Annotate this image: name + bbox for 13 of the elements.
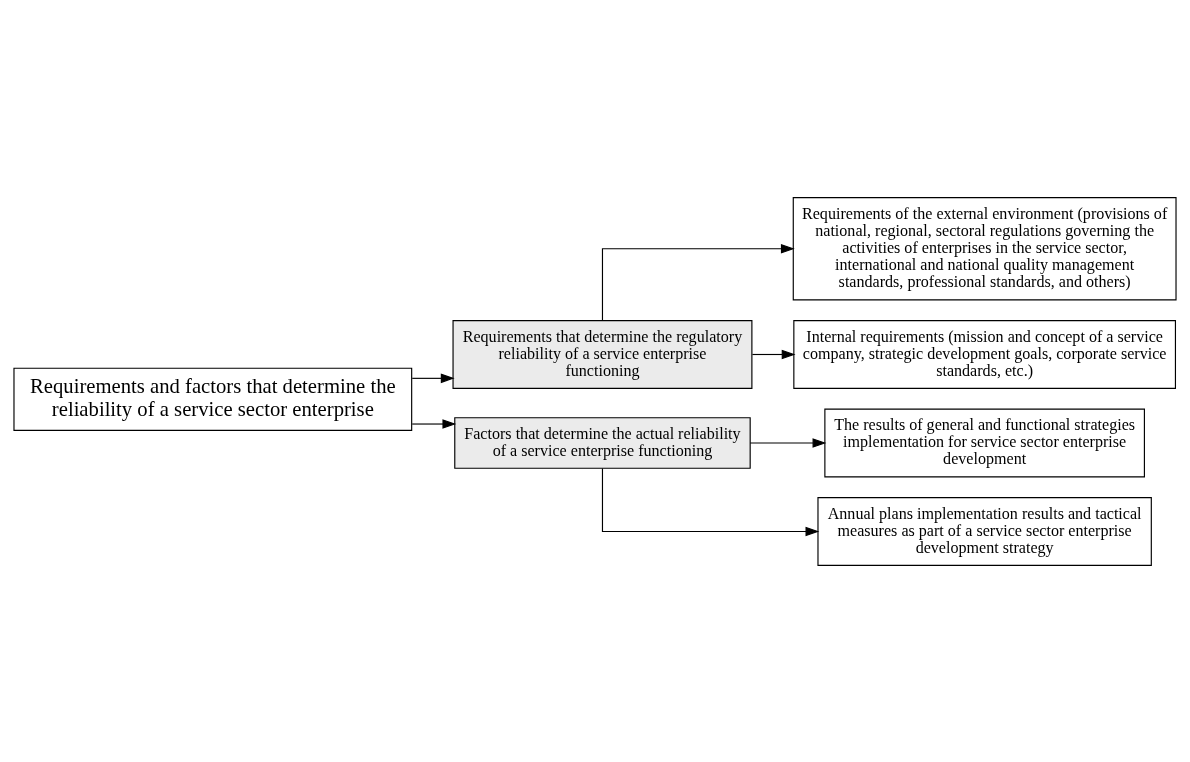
arrow bbox=[749, 437, 827, 448]
node-box: Annual plans implementation results and tactical measures as part of a service sector enterprise development strategy bbox=[817, 496, 1152, 566]
arrow bbox=[411, 373, 455, 383]
node-box: Requirements and factors that determine the reliability of a service sector enterprise bbox=[13, 367, 413, 431]
node-box: Requirements of the external environment (provisions of national, regional, sectoral regulations governing the activities of enterprises in the service sector, international and national quality management standards, professional standards, and others) bbox=[792, 196, 1177, 300]
arrow bbox=[411, 418, 457, 429]
node-box: The results of general and functional strategies implementation for service sector enterprise development bbox=[824, 408, 1145, 477]
node-box: Requirements that determine the regulatory reliability of a service enterprise functioning bbox=[452, 319, 753, 389]
arrow bbox=[601, 467, 820, 536]
node-box: Internal requirements (mission and concept of a service company, strategic development goals, corporate service standards, etc.) bbox=[793, 319, 1176, 389]
arrow bbox=[601, 243, 795, 321]
node-box: Factors that determine the actual reliability of a service enterprise functioning bbox=[454, 416, 751, 469]
arrow bbox=[751, 349, 796, 359]
